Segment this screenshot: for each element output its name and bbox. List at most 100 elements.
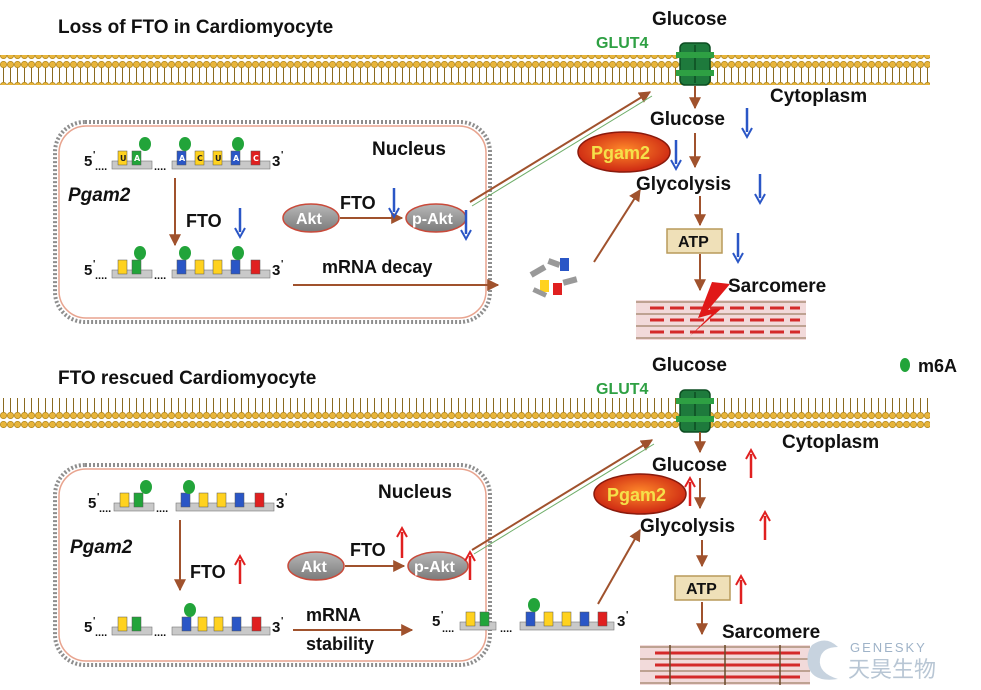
svg-text:C: C (197, 154, 203, 163)
svg-text:p-Akt: p-Akt (414, 559, 456, 576)
bottom-akt-node (287, 551, 345, 581)
svg-text:': ' (441, 610, 443, 621)
svg-text:U: U (120, 154, 127, 163)
svg-text:5: 5 (84, 153, 92, 170)
top-gene-label: Pgam2 (68, 185, 131, 206)
top-nucleus-label: Nucleus (372, 139, 446, 160)
m6a-dot-icon (179, 137, 191, 151)
svg-text:': ' (93, 150, 95, 161)
up-arrow-icon (396, 525, 408, 558)
svg-text:A: A (233, 154, 240, 163)
svg-text:GENESKY: GENESKY (850, 640, 927, 655)
up-arrow-icon (464, 549, 476, 580)
bottom-nucleus-envelope (53, 463, 492, 667)
svg-text:U: U (215, 154, 222, 163)
svg-text:': ' (281, 150, 283, 161)
svg-text:3: 3 (276, 495, 284, 512)
m6a-dot-icon (184, 603, 196, 617)
bottom-glycolysis: Glycolysis (640, 516, 735, 537)
svg-text:Akt: Akt (301, 559, 327, 576)
down-arrow-icon (754, 174, 766, 206)
bottom-pgam2-node (593, 473, 687, 515)
svg-text:3: 3 (272, 153, 280, 170)
m6a-dot-icon (232, 137, 244, 151)
svg-text:....: .... (156, 503, 168, 515)
glut4-channel-icon (676, 42, 714, 86)
bottom-sarcomere-icon (640, 645, 810, 685)
m6a-dot-icon (183, 480, 195, 494)
bottom-process-line1: mRNA (306, 605, 361, 625)
top-mrna-1: 5' .... U A .... A C U A C 3' (84, 137, 283, 173)
top-panel: Loss of FTO in Cardiomyocyte Glucose GLU… (0, 9, 930, 340)
top-glucose-outside: Glucose (652, 9, 727, 30)
bottom-mrna-1: 5' .... .... 3' (88, 480, 287, 515)
up-arrow-icon (759, 509, 771, 540)
bottom-title: FTO rescued Cardiomyocyte (58, 368, 316, 389)
top-pgam2-node (577, 131, 671, 173)
top-akt-node (282, 203, 340, 233)
top-cell-membrane (0, 55, 930, 85)
bottom-panel: FTO rescued Cardiomyocyte Glucose GLUT4 … (0, 355, 930, 685)
svg-text:Pgam2: Pgam2 (591, 143, 650, 163)
svg-text:A: A (134, 154, 141, 163)
bottom-gene-label: Pgam2 (70, 537, 133, 558)
top-sarcomere: Sarcomere (728, 276, 826, 297)
bottom-process-line2: stability (306, 634, 374, 654)
svg-text:5: 5 (88, 495, 96, 512)
top-fto-kinase-label: FTO (340, 193, 376, 213)
m6a-dot-icon (900, 358, 910, 372)
svg-text:': ' (97, 492, 99, 503)
up-arrow-icon (735, 573, 747, 604)
svg-text:....: .... (95, 270, 107, 282)
bottom-mrna-2: 5' .... .... 3' (84, 603, 283, 639)
m6a-dot-icon (232, 246, 244, 260)
bottom-glucose-outside: Glucose (652, 355, 727, 376)
svg-text:....: .... (95, 627, 107, 639)
degraded-mrna-icon (529, 258, 578, 298)
m6a-dot-icon (528, 598, 540, 612)
down-arrow-icon (388, 188, 400, 220)
svg-text:3: 3 (272, 619, 280, 636)
bottom-stable-mrna: 5' .... .... 3' (432, 598, 628, 635)
svg-text:....: .... (154, 270, 166, 282)
down-arrow-icon (460, 210, 472, 242)
svg-text:5: 5 (84, 619, 92, 636)
svg-text:....: .... (442, 623, 454, 635)
svg-text:....: .... (154, 161, 166, 173)
svg-text:ATP: ATP (678, 234, 709, 251)
svg-text:3: 3 (272, 262, 280, 279)
top-glycolysis: Glycolysis (636, 174, 731, 195)
down-arrow-icon (234, 208, 246, 240)
m6a-dot-icon (179, 246, 191, 260)
svg-text:': ' (285, 492, 287, 503)
svg-text:': ' (626, 610, 628, 621)
top-title: Loss of FTO in Cardiomyocyte (58, 17, 333, 38)
bottom-sarcomere: Sarcomere (722, 622, 820, 643)
top-fto-label: FTO (186, 211, 222, 231)
top-glucose-inside: Glucose (650, 109, 725, 130)
m6a-dot-icon (134, 246, 146, 260)
bottom-fto-label: FTO (190, 562, 226, 582)
m6a-dot-icon (139, 137, 151, 151)
svg-text:': ' (93, 259, 95, 270)
svg-text:': ' (93, 616, 95, 627)
svg-text:3: 3 (617, 613, 625, 630)
svg-text:....: .... (99, 503, 111, 515)
bottom-cell-membrane (0, 398, 930, 428)
top-sarcomere-icon (636, 282, 806, 340)
down-arrow-icon (741, 108, 753, 140)
top-nucleus-envelope (53, 120, 492, 324)
bottom-nucleus-label: Nucleus (378, 482, 452, 503)
svg-text:....: .... (154, 627, 166, 639)
svg-text:....: .... (95, 161, 107, 173)
bottom-glut4-label: GLUT4 (596, 381, 649, 398)
watermark: GENESKY 天昊生物 (807, 640, 936, 683)
bottom-cytoplasm: Cytoplasm (782, 432, 879, 453)
glut4-channel-icon (676, 389, 714, 433)
svg-text:A: A (179, 154, 186, 163)
svg-text:....: .... (500, 623, 512, 635)
svg-text:5: 5 (84, 262, 92, 279)
top-glut4-label: GLUT4 (596, 35, 649, 52)
bottom-atp-box (674, 575, 731, 601)
